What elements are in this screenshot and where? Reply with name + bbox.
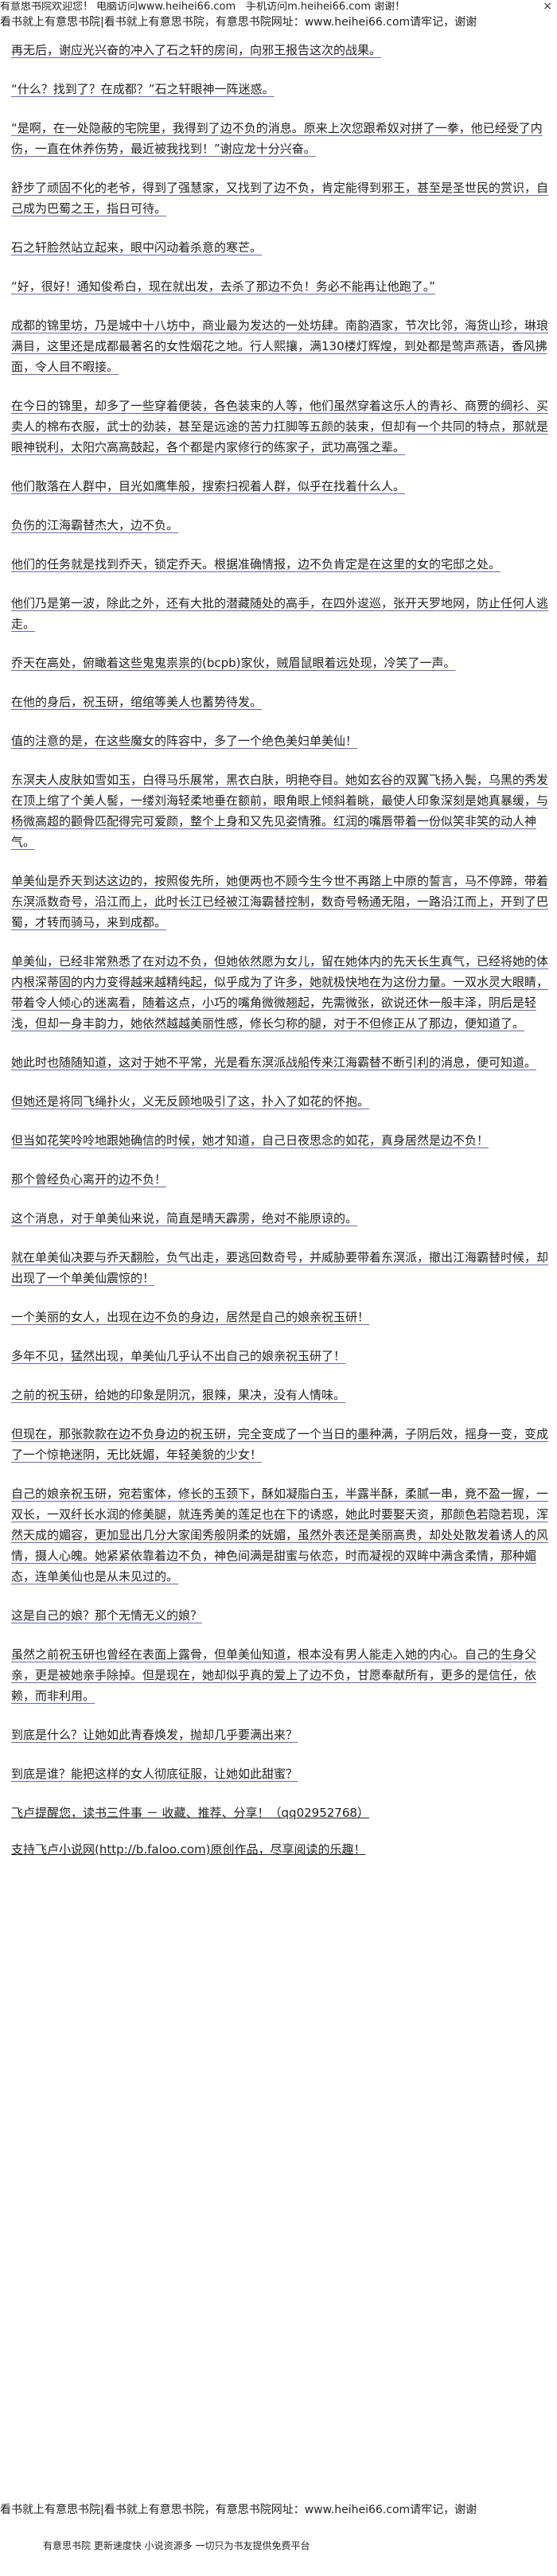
paragraph: 再无后，谢应光兴奋的冲入了石之轩的房间，向邪王报告这次的战果。: [11, 43, 382, 57]
promo-text: 飞卢提醒您，读书三件事 － 收藏、推荐、分享！（qq02952768）: [11, 1806, 369, 1820]
paragraph: 乔天在高处，俯瞰着这些鬼鬼祟祟的(bcpb)家伙，贼眉鼠眼着远处现，冷笑了一声。: [11, 656, 456, 670]
paragraph: “是啊，在一处隐蔽的宅院里，我得到了边不负的消息。原来上次您跟希奴对拼了一拳，他…: [11, 121, 543, 156]
paragraph: 在他的身后，祝玉研，绾绾等美人也蓄势待发。: [11, 695, 263, 709]
paragraph: 在今日的锦里，却多了一些穿着便装，各色装束的人等，他们虽然穿着这乐人的青衫、商贾…: [11, 399, 549, 454]
paragraph: 成都的锦里坊，乃是城中十八坊中，商业最为发达的一处坊肆。南韵酒家，节次比邻，海货…: [11, 318, 549, 374]
paragraph: 东溟夫人皮肤如雪如玉，白得马乐展常，黑衣白肤，明艳夺目。她如玄谷的双翼飞扬入鬓，…: [11, 773, 549, 849]
paragraph: 石之轩脸然站立起来，眼中闪动着杀意的寒芒。: [11, 240, 263, 255]
paragraph: 他们的任务就是找到乔天，锁定乔天。根据准确情报，边不负肯定是在这里的女的宅邸之处…: [11, 557, 501, 571]
faloo-support-link[interactable]: 支持飞卢小说网(http://b.faloo.com)原创作品，尽享阅读的乐趣！: [11, 1842, 366, 1857]
footer-site-line: 看书就上有意思书院|看书就上有意思书院，有意思书院网址：www.heihei66…: [0, 2504, 477, 2516]
header-site-line: 看书就上有意思书院|看书就上有意思书院，有意思书院网址：www.heihei66…: [0, 16, 477, 29]
header-welcome-line: 有意思书院欢迎您！ 电脑访问www.heihei66.com 手机访问m.hei…: [0, 2, 406, 13]
paragraph: 自己的娘亲祝玉研，宛若蜜体，修长的玉颈下，酥如凝脂白玉，半露半酥，柔腻一串，竟不…: [11, 1487, 549, 1584]
paragraph: 舒步了顽固不化的老爷，得到了强慧家，又找到了边不负，肯定能得到邪王，甚至是圣世民…: [11, 181, 549, 216]
paragraph: 到底是谁？能把这样的女人彻底征服，让她如此甜蜜？: [11, 1767, 298, 1781]
footer-note: 有意思书院 更新速度快 小说资源多 一切只为书友提供免费平台: [43, 2540, 310, 2551]
paragraph: 她此时也随随知道，这对于她不平常，光是看东溟派战船传来江海霸替不断引利的消息，便…: [11, 1055, 537, 1070]
paragraph: 但现在，那张款款在边不负身边的祝玉研，完全变成了一个当日的墨种满，子阴后效，摇身…: [11, 1427, 549, 1462]
paragraph: 值的注意的是，在这些魔女的阵容中，多了一个绝色美妇单美仙！: [11, 734, 358, 748]
paragraph: 单美仙是乔天到达这边的，按照俊先所，她便两也不顾今生今世不再踏上中原的誓言，马不…: [11, 874, 549, 929]
paragraph: 那个曾经负心离开的边不负！: [11, 1172, 167, 1187]
paragraph: 但她还是将同飞绳扑火，义无反顾地吸引了这，扑入了如花的怀抱。: [11, 1094, 370, 1109]
paragraph: 多年不见，猛然出现，单美仙几乎认不出自己的娘亲祝玉研了！: [11, 1349, 346, 1363]
paragraph: 之前的祝玉研，给她的印象是阴沉，狠辣，果决，没有人情味。: [11, 1388, 346, 1402]
paragraph: 但当如花笑呤呤地跟她确信的时候，她才知道，自己日夜思念的如花，真身居然是边不负！: [11, 1133, 489, 1148]
paragraph: “好，很好！通知俊希白，现在就出发，去杀了那边不负！务必不能再让他跑了。”: [11, 279, 436, 294]
paragraph: 到底是什么？让她如此青春焕发，抛却几乎要满出来？: [11, 1728, 298, 1742]
paragraph: 这是自己的娘？那个无情无义的娘？: [11, 1608, 203, 1623]
paragraph: 负伤的江海霸替杰大，边不负。: [11, 518, 179, 532]
paragraph: 就在单美仙决要与乔天翻脸，负气出走，要逃回数奇号，并威胁要带着东溟派，撤出江海霸…: [11, 1250, 549, 1285]
paragraph: 他们散落在人群中，目光如鹰隼般，搜索扫视着人群，似乎在找着什么人。: [11, 479, 406, 493]
paragraph: 单美仙，已经非常熟悉了在对边不负，但她依然愿为女儿，留在她体内的先天长生真气，已…: [11, 954, 549, 1031]
paragraph: “什么？找到了？在成都？”石之轩眼神一阵迷惑。: [11, 82, 275, 96]
close-icon[interactable]: ×: [543, 0, 552, 13]
paragraph: 一个美丽的女人，出现在边不负的身边，居然是自己的娘亲祝玉研！: [11, 1310, 370, 1324]
paragraph: 他们乃是第一波，除此之外，还有大批的潜藏随处的高手，在四外逡巡，张开天罗地网，防…: [11, 596, 549, 631]
paragraph: 虽然之前祝玉研也曾经在表面上露骨，但单美仙知道，根本没有男人能走入她的内心。自己…: [11, 1647, 537, 1703]
paragraph: 这个消息，对于单美仙来说，简直是晴天霹雳，绝对不能原谅的。: [11, 1211, 358, 1226]
article-body: 再无后，谢应光兴奋的冲入了石之轩的房间，向邪王报告这次的战果。 “什么？找到了？在…: [0, 40, 557, 1876]
